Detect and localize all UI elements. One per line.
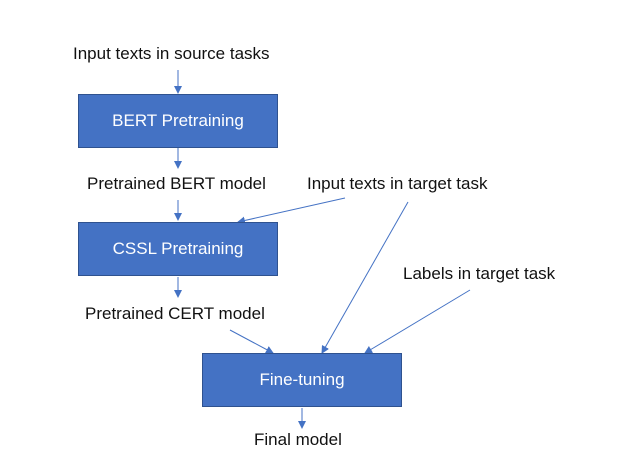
label-input-source: Input texts in source tasks: [73, 44, 270, 63]
label-final-model: Final model: [254, 430, 342, 449]
node-fine-tuning: Fine-tuning: [202, 353, 402, 407]
label-pretrained-bert: Pretrained BERT model: [87, 174, 266, 193]
label-labels-target: Labels in target task: [403, 264, 556, 283]
arrow-labels-to-finetune: [364, 289, 471, 354]
label-pretrained-cert: Pretrained CERT model: [85, 304, 265, 323]
label-input-target: Input texts in target task: [307, 174, 488, 193]
node-bert-pretraining: BERT Pretraining: [78, 94, 278, 148]
arrow-cert-to-finetune: [229, 329, 274, 354]
arrow-target-input-to-finetune: [321, 201, 409, 354]
node-cssl-pretraining: CSSL Pretraining: [78, 222, 278, 276]
arrow-target-input-to-cssl: [237, 197, 346, 225]
